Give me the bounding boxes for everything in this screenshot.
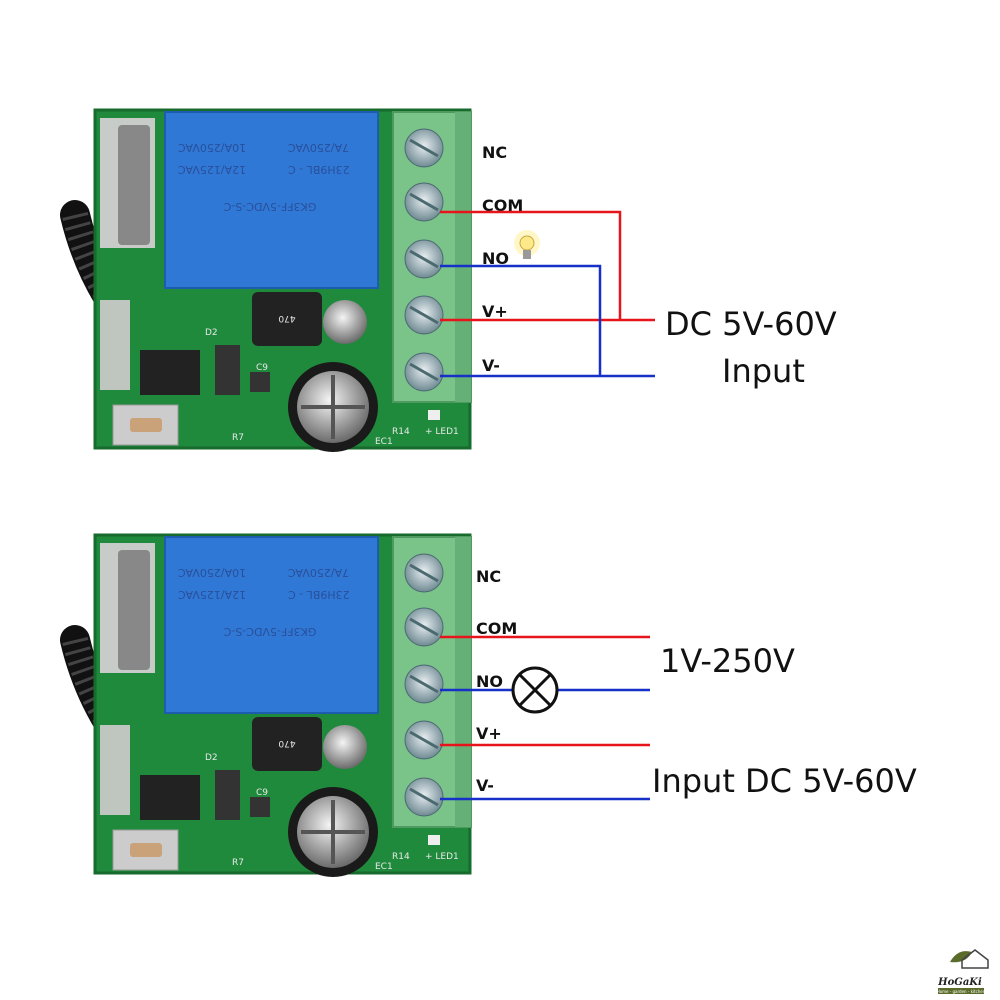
terminal-no-label: NO: [482, 249, 509, 268]
relay-marking: 7A/250VAC: [288, 141, 349, 154]
relay-model: GK3FF-5VDC-S-C: [223, 200, 316, 213]
silkscreen-label: R14: [392, 427, 410, 437]
wires-1: [440, 210, 655, 378]
silkscreen-label: C9: [256, 363, 268, 373]
relay-marking: 12A/125VAC: [178, 163, 246, 176]
inductor: [252, 292, 322, 346]
svg-text:Home - garden - kitchen: Home - garden - kitchen: [937, 989, 986, 994]
terminal-com-label: COM: [476, 619, 517, 638]
inductor-marking: 470: [278, 313, 295, 323]
silkscreen-label: R7: [232, 433, 244, 443]
terminal-vminus-label: V-: [482, 356, 500, 375]
terminal-vminus-label: V-: [476, 776, 494, 795]
terminal-com-label: COM: [482, 196, 523, 215]
supply-voltage-label: DC 5V-60V: [665, 305, 837, 343]
silkscreen-label: EC1: [375, 437, 393, 447]
terminal-vplus-label: V+: [476, 724, 502, 743]
supply-input-label: Input: [722, 352, 805, 390]
terminal-nc-label: NC: [476, 567, 501, 586]
relay-marking: 10A/250VAC: [178, 141, 246, 154]
lamp-symbol-icon: [511, 666, 559, 714]
relay-marking: 23H9BL - C: [288, 163, 350, 176]
lightbulb-icon: [514, 230, 540, 259]
terminal-no-label: NO: [476, 672, 503, 691]
relay-board-2: [75, 535, 471, 877]
load-voltage-label: 1V-250V: [660, 642, 795, 680]
terminal-vplus-label: V+: [482, 302, 508, 321]
diagram-2: NC COM NO V+ V- 1V-250V Input DC 5V-60V: [75, 535, 917, 877]
terminal-nc-label: NC: [482, 143, 507, 162]
silkscreen-label: + LED1: [425, 427, 459, 437]
svg-text:HoGaKi: HoGaKi: [937, 977, 982, 988]
terminal-screws: [404, 128, 444, 392]
hogaki-logo: HoGaKi Home - garden - kitchen: [937, 949, 989, 994]
relay-board-1: 12A/125VAC 23H9BL - C 10A/250VAC 7A/250V…: [60, 108, 472, 452]
diagram-1: NC COM NO V+ V- DC 5V-60V Input: [440, 143, 837, 390]
supply-voltage-label: Input DC 5V-60V: [652, 762, 917, 800]
relay: [164, 111, 379, 289]
silkscreen-label: D2: [205, 328, 218, 338]
wires-2: [440, 635, 650, 801]
